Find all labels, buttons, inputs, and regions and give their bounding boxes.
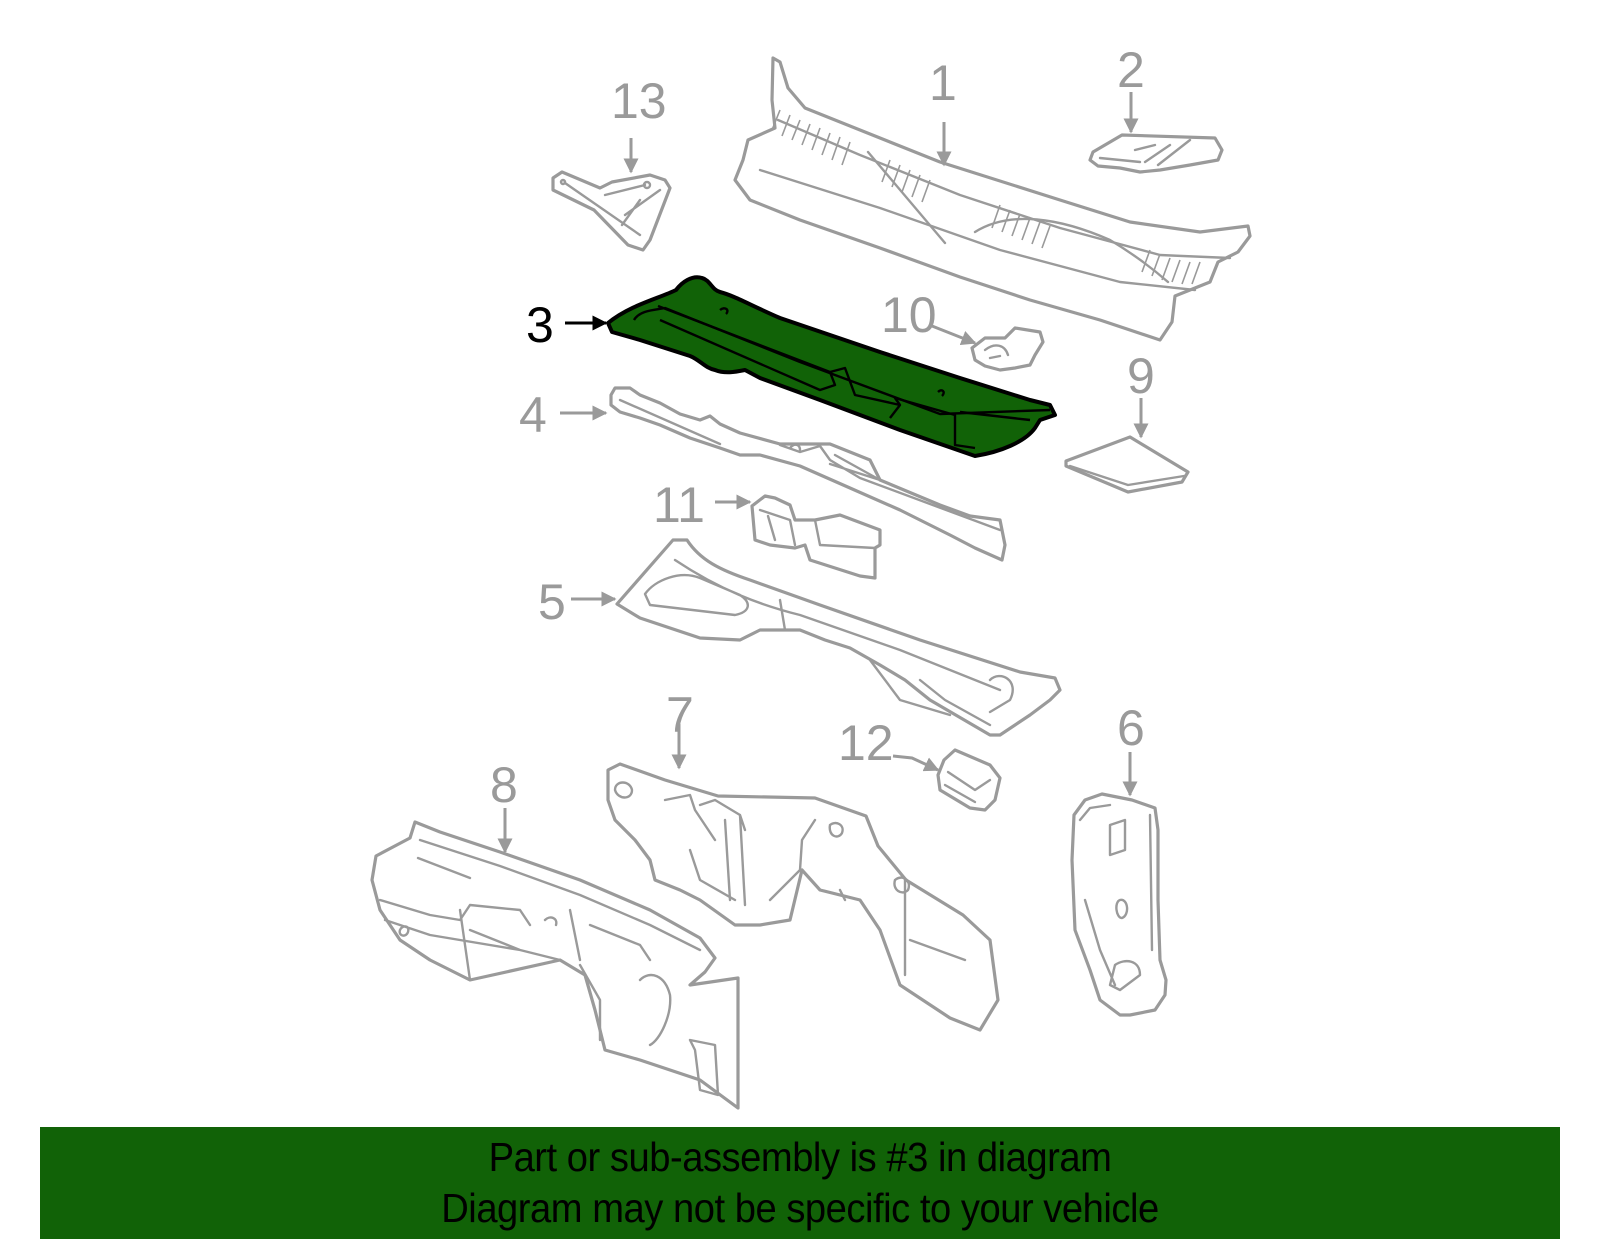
part-6-side-panel[interactable] (1070, 752, 1168, 1017)
part-11-reinforcement-block[interactable] (715, 494, 882, 580)
callout-4[interactable]: 4 (519, 387, 547, 443)
part-1-cowl-panel[interactable] (733, 56, 1252, 342)
callout-3[interactable]: 3 (526, 297, 554, 353)
banner-part-note: Part or sub-assembly is #3 in diagram (488, 1134, 1112, 1180)
part-8-dash-panel[interactable] (370, 808, 740, 1110)
callout-8[interactable]: 8 (490, 757, 518, 813)
callout-5[interactable]: 5 (538, 574, 566, 630)
callout-11[interactable]: 11 (653, 477, 705, 533)
callout-12[interactable]: 12 (838, 715, 894, 771)
banner-disclaimer: Diagram may not be specific to your vehi… (441, 1185, 1159, 1231)
callout-10[interactable]: 10 (881, 287, 937, 343)
callout-6[interactable]: 6 (1117, 700, 1145, 756)
part-13-support-bracket[interactable] (551, 138, 672, 252)
part-3-cowl-grille-cover[interactable] (565, 275, 1057, 458)
info-banner: Part or sub-assembly is #3 in diagram Di… (40, 1127, 1560, 1239)
callout-7[interactable]: 7 (666, 687, 694, 743)
part-7-dash-upper[interactable] (606, 724, 1000, 1032)
part-2-bracket[interactable] (1088, 92, 1224, 174)
callout-2[interactable]: 2 (1117, 42, 1145, 98)
callout-9[interactable]: 9 (1127, 348, 1155, 404)
part-5-cowl-lower[interactable] (571, 538, 1062, 737)
part-4-cowl-reinforcement[interactable] (560, 386, 1007, 562)
callout-1[interactable]: 1 (929, 55, 957, 111)
part-12-cap[interactable] (892, 748, 1002, 812)
part-10-bracket[interactable] (931, 324, 1045, 372)
part-9-pad[interactable] (1064, 398, 1190, 494)
callout-13[interactable]: 13 (611, 73, 667, 129)
